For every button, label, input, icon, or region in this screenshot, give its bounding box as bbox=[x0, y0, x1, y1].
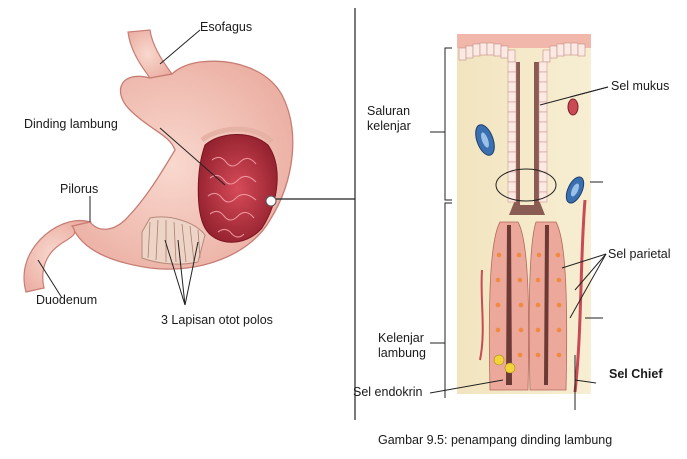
label-sel-chief: Sel Chief bbox=[609, 367, 663, 382]
label-sel-parietal: Sel parietal bbox=[608, 247, 671, 262]
stomach-illustration bbox=[24, 30, 293, 292]
gland-section bbox=[457, 34, 591, 394]
esophagus-tube bbox=[128, 30, 172, 78]
label-kelenjar-lambung: Kelenjar lambung bbox=[378, 331, 426, 361]
label-duodenum: Duodenum bbox=[36, 293, 97, 308]
pit-cells-left bbox=[508, 62, 516, 202]
label-sel-mukus: Sel mukus bbox=[611, 79, 669, 94]
label-dinding-lambung: Dinding lambung bbox=[24, 117, 118, 132]
label-esofagus: Esofagus bbox=[200, 20, 252, 35]
brackets bbox=[430, 48, 452, 398]
pit-cells-right bbox=[539, 62, 547, 202]
figure-caption: Gambar 9.5: penampang dinding lambung bbox=[378, 433, 612, 447]
label-pilorus: Pilorus bbox=[60, 182, 98, 197]
label-3-lapisan-otot-polos: 3 Lapisan otot polos bbox=[161, 313, 273, 328]
vessel-artery bbox=[568, 99, 578, 115]
label-saluran-kelenjar: Saluran kelenjar bbox=[367, 104, 411, 134]
label-sel-endokrin: Sel endokrin bbox=[353, 385, 423, 400]
